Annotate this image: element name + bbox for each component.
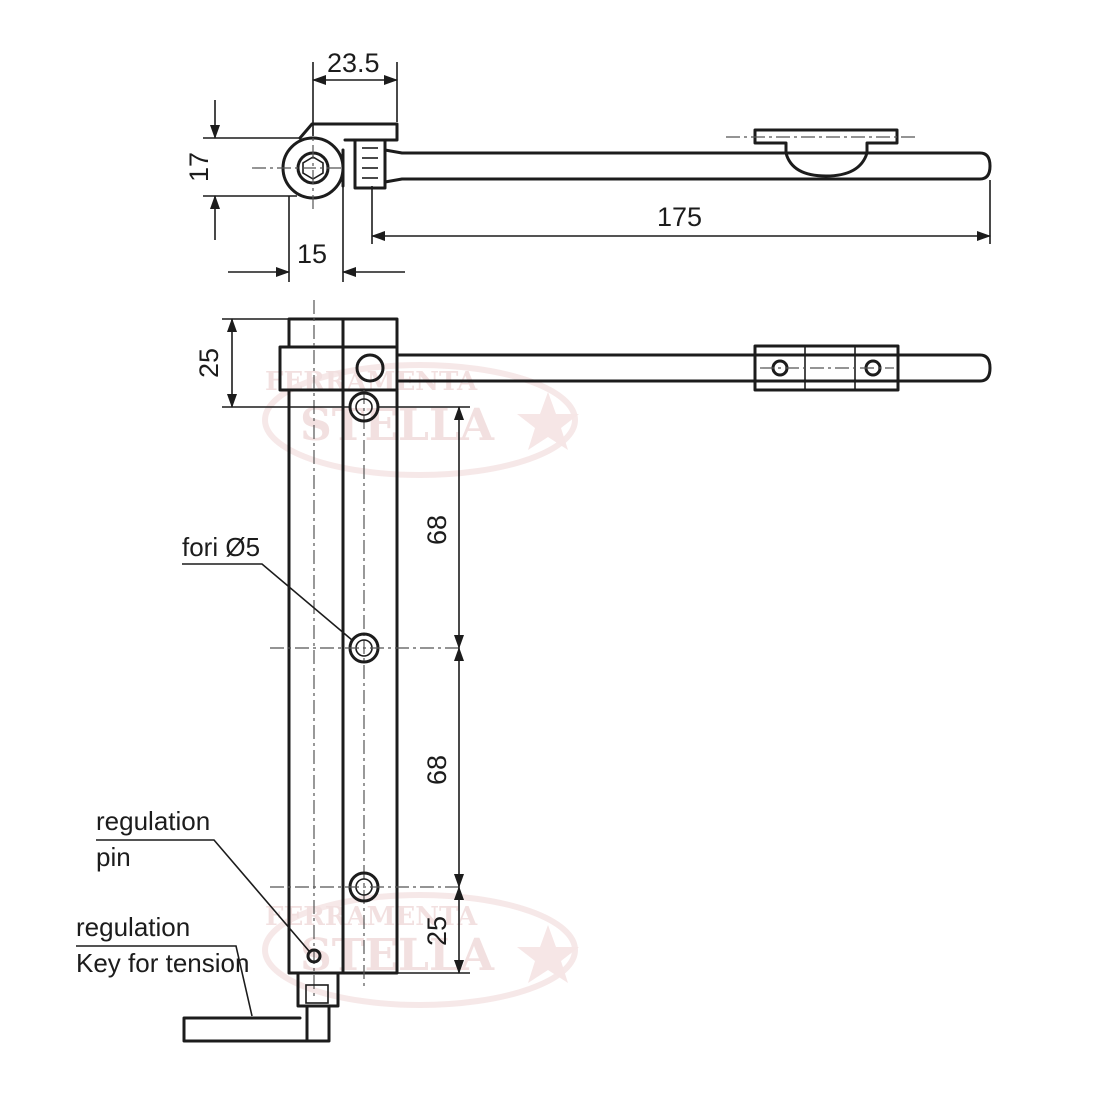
dim-arm-length: 175 (657, 202, 702, 232)
dim-top-width: 23.5 (327, 48, 380, 78)
holes-leader (182, 563, 353, 641)
annotations: fori Ø5 regulation pin regulation Key fo… (76, 532, 353, 1017)
screw-head (353, 138, 387, 190)
side-dimensions: 25 68 68 25 (194, 318, 470, 974)
holes-label: fori Ø5 (182, 532, 260, 562)
pin-label-line2: pin (96, 842, 131, 872)
pin-leader (96, 839, 310, 952)
side-view (182, 300, 992, 1043)
arm-side (395, 353, 992, 383)
dim-hole-spacing-2: 68 (422, 755, 452, 785)
mount-hole-2 (270, 632, 460, 664)
dim-top-offset: 15 (297, 239, 327, 269)
dim-block-height: 25 (194, 348, 224, 378)
top-dimensions: 23.5 17 15 175 (184, 48, 991, 282)
pin-label-line1: regulation (96, 806, 210, 836)
top-view (252, 120, 992, 212)
block-hole (355, 353, 385, 383)
dim-hole-spacing-1: 68 (422, 515, 452, 545)
key-label-line1: regulation (76, 912, 190, 942)
watermark-bottom-line1: FERRAMENTA (265, 902, 478, 932)
key-label-line2: Key for tension (76, 948, 249, 978)
tension-key (182, 1004, 309, 1043)
dim-bottom-offset: 25 (422, 916, 452, 946)
arm-top (383, 148, 992, 184)
dim-top-height: 17 (184, 152, 214, 182)
key-leader (76, 945, 253, 1017)
regulation-pin (306, 948, 322, 964)
roller-bracket (753, 128, 899, 178)
mount-hole-3 (270, 871, 460, 903)
arm-clamp (753, 344, 900, 392)
